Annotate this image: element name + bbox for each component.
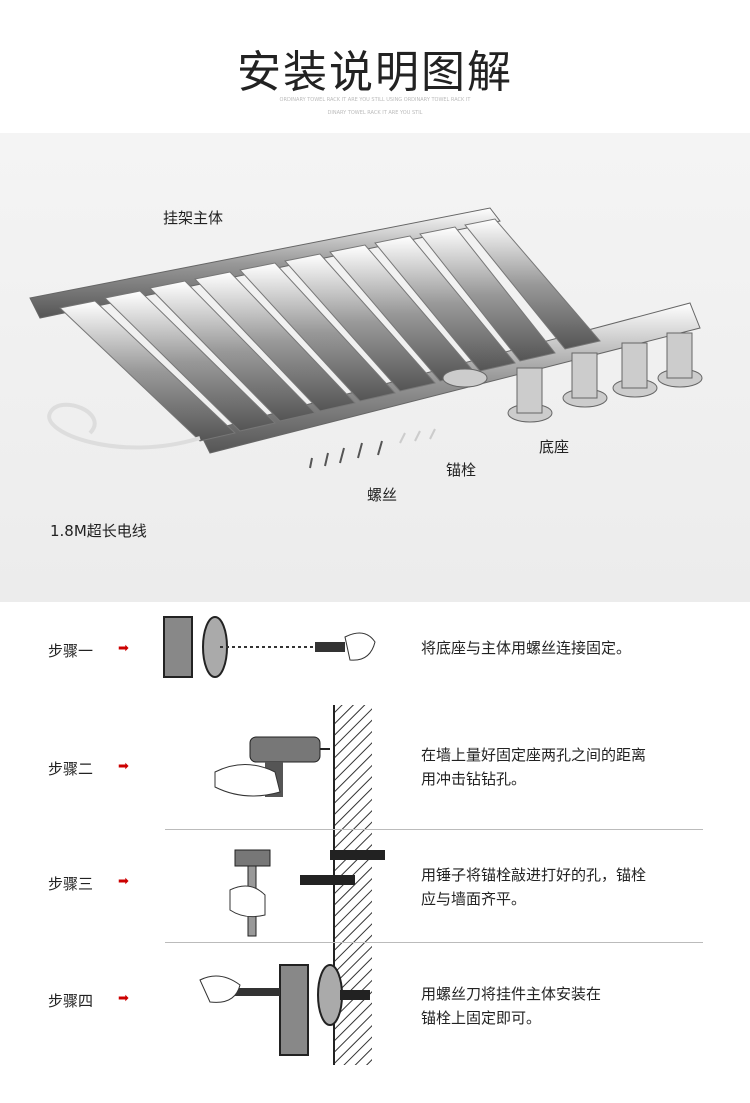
- step-description: 将底座与主体用螺丝连接固定。: [421, 639, 632, 657]
- step-label: 步骤二: [48, 760, 94, 778]
- step2-drill-illustration: [214, 736, 330, 797]
- step-label: 步骤一: [48, 642, 94, 660]
- label-cable: 1.8M超长电线: [50, 522, 147, 540]
- product-photo: 挂架主体 底座 锚栓 螺丝 1.8M超长电线: [0, 133, 750, 602]
- arrow-right-icon: ➡: [118, 641, 129, 656]
- step-label: 步骤四: [48, 992, 94, 1010]
- step4-screwdriver-illustration: [199, 964, 370, 1056]
- step-description: 在墙上量好固定座两孔之间的距离用冲击钻钻孔。: [421, 746, 647, 788]
- label-anchor: 锚栓: [446, 461, 477, 479]
- towel-rack-image: [29, 207, 703, 469]
- subtitle-line-2: DINARY TOWEL RACK IT ARE YOU STIL: [327, 110, 423, 116]
- step-description: 用锤子将锚栓敲进打好的孔，锚栓应与墙面齐平。: [421, 866, 647, 908]
- step1-illustration: [163, 616, 376, 678]
- step3-hammer-illustration: [229, 849, 385, 937]
- divider: [165, 829, 703, 830]
- divider: [165, 942, 703, 943]
- arrow-right-icon: ➡: [118, 759, 129, 774]
- step-label: 步骤三: [48, 875, 94, 893]
- label-screw: 螺丝: [367, 486, 398, 504]
- step-description: 用螺丝刀将挂件主体安装在锚栓上固定即可。: [421, 985, 602, 1027]
- label-base: 底座: [539, 438, 570, 456]
- arrow-right-icon: ➡: [118, 874, 129, 889]
- page-title: 安装说明图解: [237, 47, 513, 98]
- subtitle-line-1: ORDINARY TOWEL RACK IT ARE YOU STILL USI…: [279, 97, 471, 103]
- arrow-right-icon: ➡: [118, 991, 129, 1006]
- label-rack-body: 挂架主体: [163, 209, 224, 227]
